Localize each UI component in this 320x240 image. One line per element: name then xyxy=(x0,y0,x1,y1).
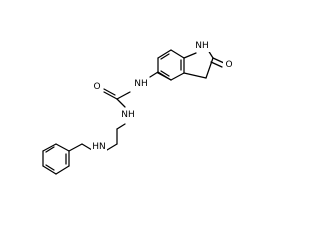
bond-benzene-4 xyxy=(42,165,57,175)
atom-labels: NH O NH O NH HN xyxy=(91,40,233,153)
bond-benzene-double-3 xyxy=(45,146,55,153)
bond-benzene-double-2 xyxy=(45,164,55,171)
bonds xyxy=(42,49,225,175)
bond-carbonyl-o-double xyxy=(103,88,116,96)
structure-diagram: NH O NH O NH HN xyxy=(42,40,233,175)
bond-lactam-co-ch2 xyxy=(205,57,214,79)
bond-benzene-1 xyxy=(55,143,70,152)
amine-hn-atom: HN xyxy=(91,141,107,153)
bond-lactam-c3a-nh xyxy=(183,52,197,59)
bond-oxindole-double-2 xyxy=(160,53,170,60)
ring-nh-label: NH xyxy=(195,41,209,51)
bond-nh-carbonyl xyxy=(116,98,126,108)
bond-oxindole-ring-1 xyxy=(170,72,185,81)
bond-oxindole-ring-6 xyxy=(157,72,172,81)
bond-benzene-3 xyxy=(55,165,70,175)
bond-oxindole-ring-3 xyxy=(170,49,185,59)
urea-oxygen-label: O xyxy=(93,82,100,92)
bond-nh-ch2-to-ring xyxy=(149,71,159,78)
bond-oxindole-ring-4 xyxy=(157,49,172,59)
bond-lactam-ch2-c7a xyxy=(183,72,207,79)
urea-oxygen-atom: O xyxy=(91,81,101,93)
ring-nh-atom: NH xyxy=(194,40,210,52)
bond-benzene-6 xyxy=(42,143,57,152)
ring-oxygen-atom: O xyxy=(223,59,233,71)
bond-lactam-co-o xyxy=(212,57,225,64)
bond-nh-ch2a xyxy=(106,143,118,151)
amide-nh-right-atom: NH xyxy=(133,78,149,90)
amide-nh-left-label: NH xyxy=(121,110,135,120)
bond-carbonyl-nh xyxy=(116,91,131,100)
bond-lactam-co-o-double xyxy=(210,61,223,68)
ring-oxygen-label: O xyxy=(225,60,232,70)
bond-ch2b-nh xyxy=(116,123,126,130)
amine-hn-label: HN xyxy=(92,142,106,152)
amide-nh-left-atom: NH xyxy=(120,109,136,121)
bond-benzyl-ring-ch2 xyxy=(68,143,83,152)
bond-carbonyl-o xyxy=(103,91,118,100)
bond-benzyl-ch2-nh xyxy=(81,143,93,151)
bond-oxindole-double-3 xyxy=(160,70,170,77)
amide-nh-right-label: NH xyxy=(134,79,148,89)
